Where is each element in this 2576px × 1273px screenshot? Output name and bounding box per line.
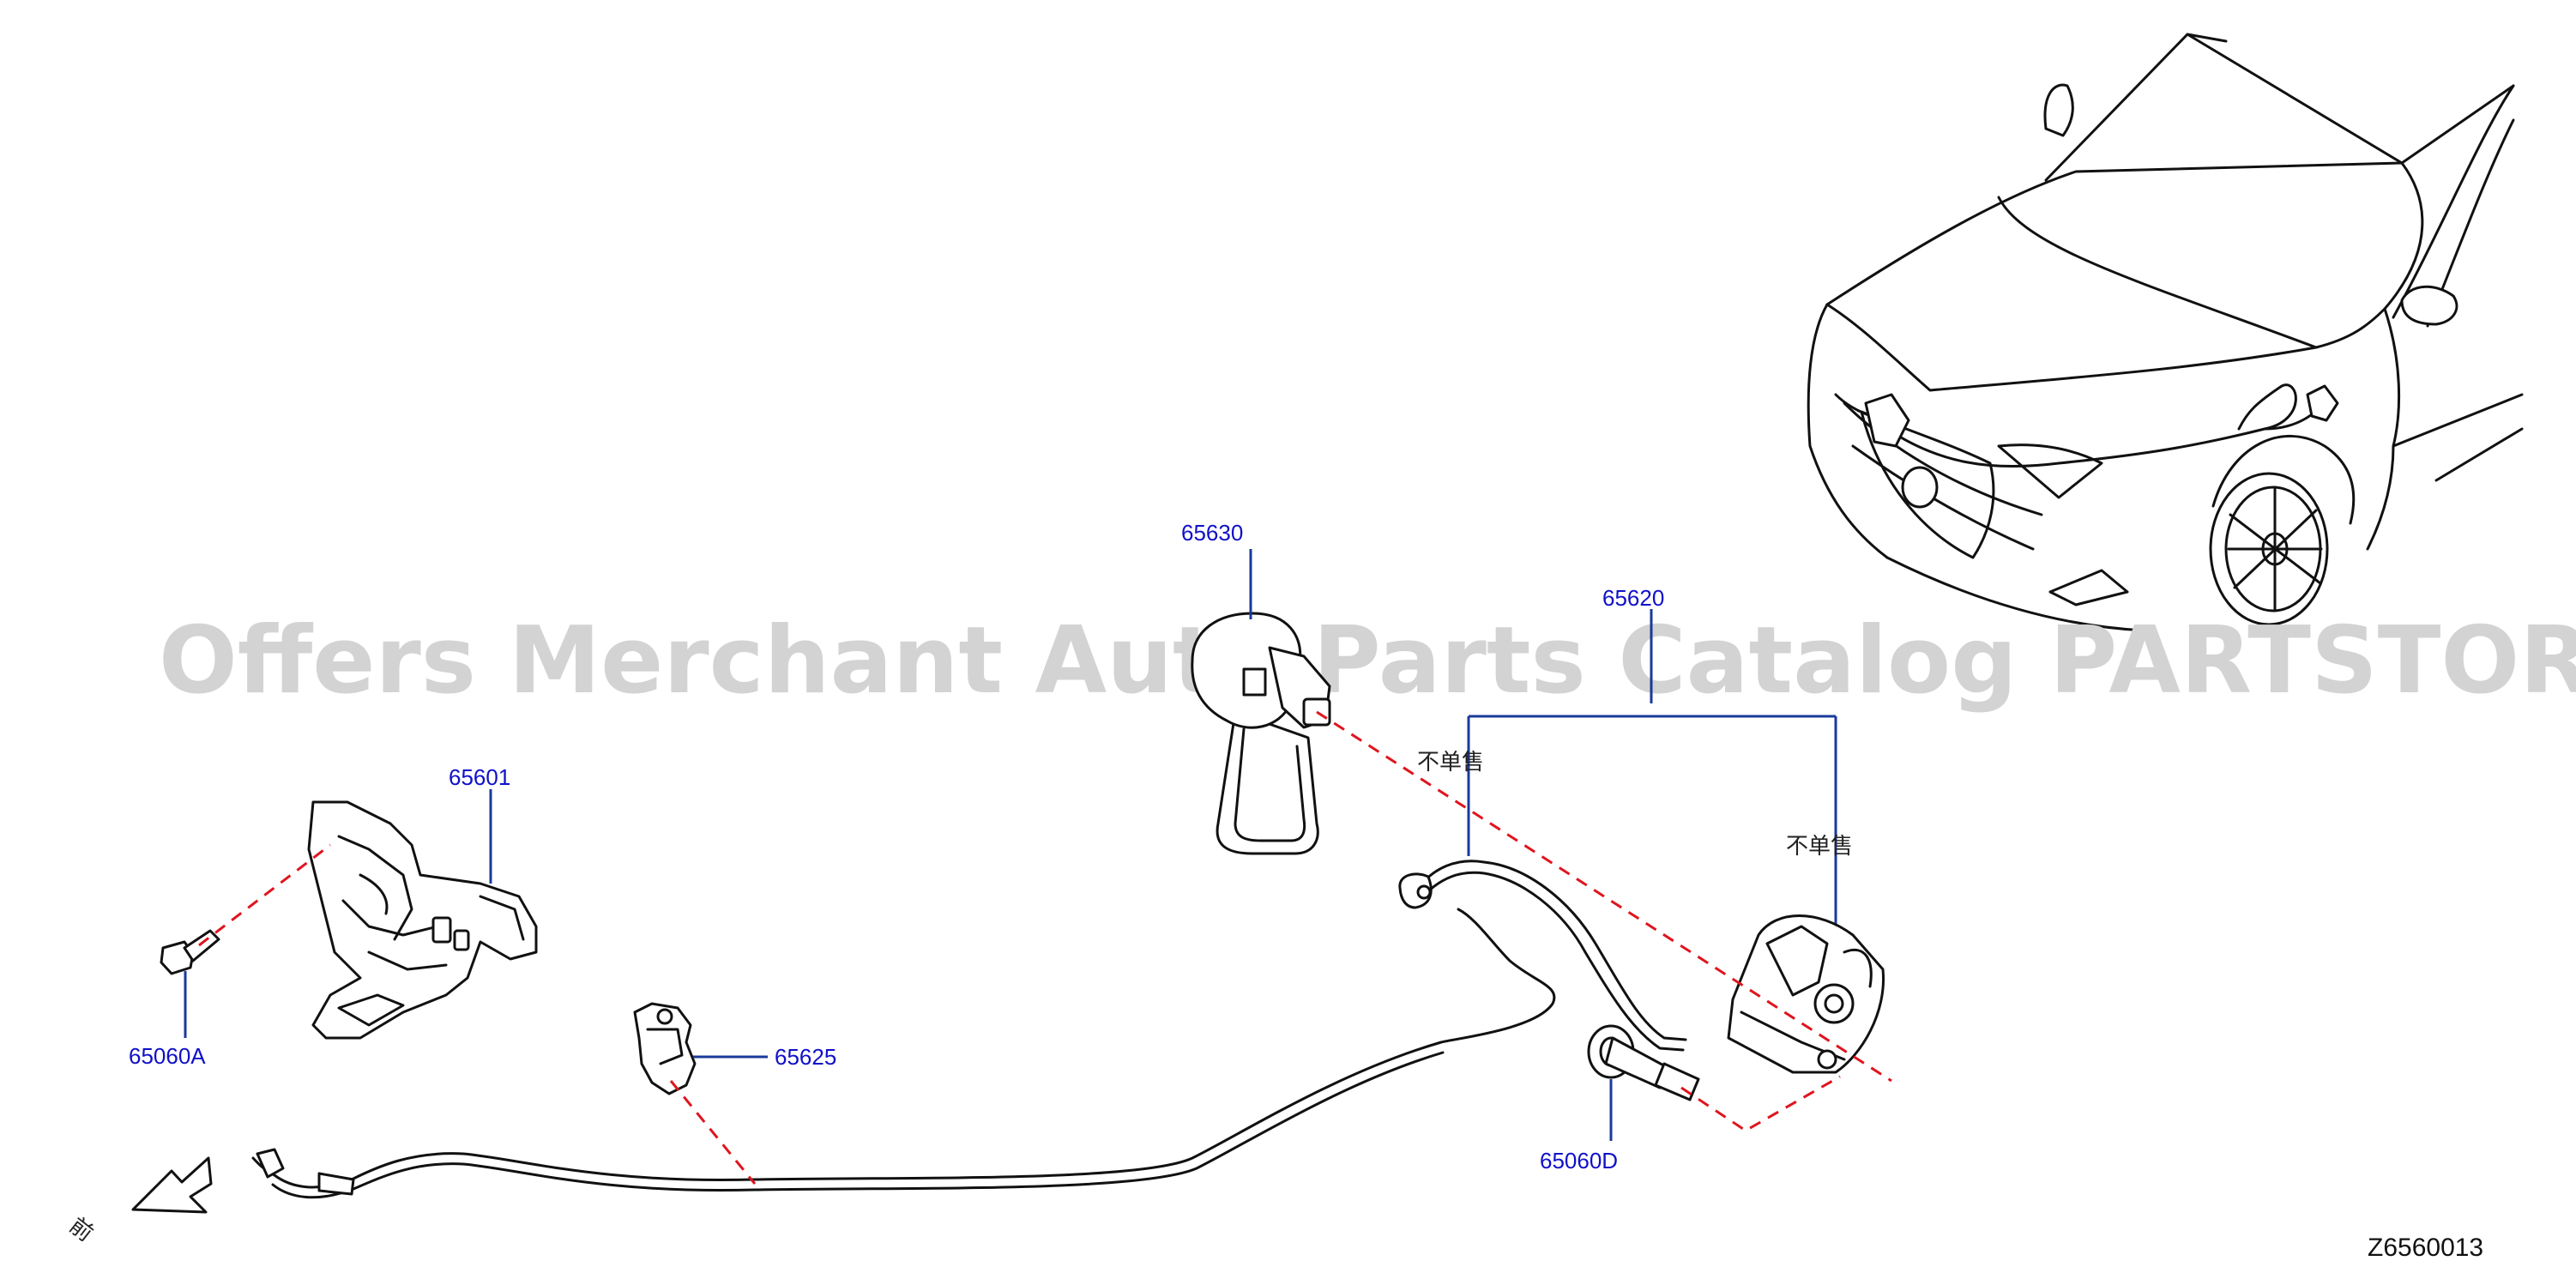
vehicle-illustration	[1807, 33, 2524, 632]
part-number-65060A[interactable]: 65060A	[129, 1043, 206, 1069]
not-sold-separately-left: 不单售	[1417, 750, 1484, 775]
diagram-code: Z6560013	[2368, 1234, 2483, 1262]
part-number-65625[interactable]: 65625	[775, 1044, 836, 1070]
part-65625-cable-clip[interactable]	[633, 1002, 697, 1095]
part-number-65601[interactable]: 65601	[449, 764, 510, 790]
part-number-65060D[interactable]: 65060D	[1540, 1148, 1618, 1173]
part-65620-latch-assembly[interactable]	[1727, 914, 1885, 1074]
watermark-text: Offers Merchant Auto Parts Catalog PARTS…	[159, 607, 2576, 715]
assembly-dashed-lines	[198, 710, 1892, 1185]
part-65601-hood-lock[interactable]	[307, 800, 538, 1040]
part-65060A-bolt[interactable]	[160, 929, 220, 975]
part-number-65630[interactable]: 65630	[1181, 520, 1243, 546]
part-number-65620[interactable]: 65620	[1602, 585, 1664, 611]
front-arrow-icon	[131, 1156, 213, 1214]
front-label: 前	[64, 1213, 98, 1247]
front-direction-indicator: 前	[64, 1156, 213, 1247]
part-65630-release-handle[interactable]	[1191, 612, 1331, 855]
not-sold-separately-right: 不单售	[1786, 834, 1853, 860]
part-65620-release-cable[interactable]	[251, 860, 1687, 1199]
